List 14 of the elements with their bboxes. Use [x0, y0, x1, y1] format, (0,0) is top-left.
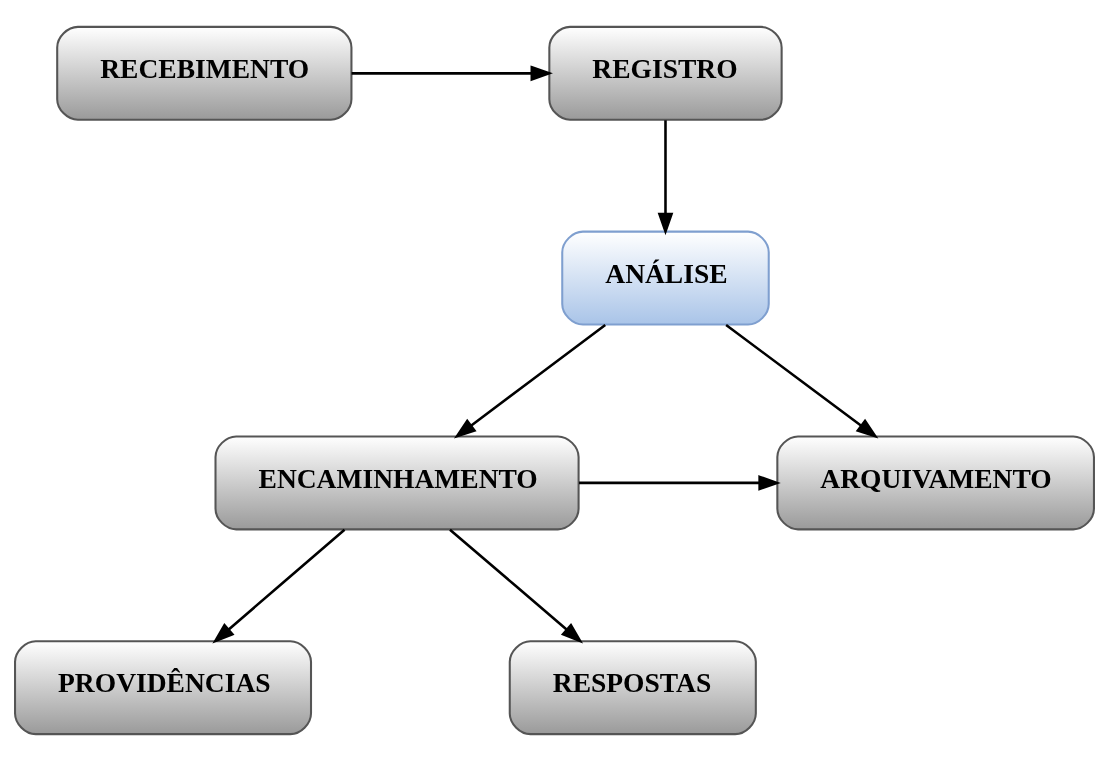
- arrow: [657, 120, 674, 236]
- node-box: ARQUIVAMENTO: [776, 435, 1095, 531]
- arrow: [579, 475, 781, 491]
- node-box: PROVIDÊNCIAS: [14, 640, 313, 736]
- node-box: RESPOSTAS: [508, 640, 757, 736]
- arrow: [449, 528, 584, 644]
- node-box: RECEBIMENTO: [56, 25, 353, 121]
- arrow: [725, 324, 879, 439]
- arrow: [453, 324, 607, 439]
- node-box: REGISTRO: [548, 25, 783, 121]
- arrow: [212, 528, 346, 644]
- node-box: ENCAMINHAMENTO: [214, 435, 580, 531]
- arrow: [351, 65, 553, 82]
- node-box: ANÁLISE: [561, 230, 770, 326]
